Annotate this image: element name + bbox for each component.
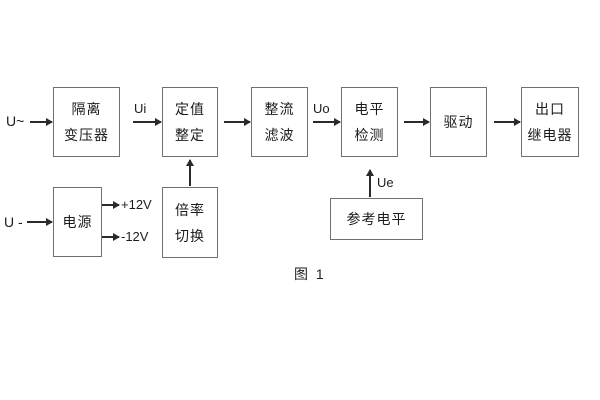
figure-caption: 图 1 bbox=[294, 266, 326, 282]
block-isolation-transformer: 隔离 变压器 bbox=[53, 87, 120, 157]
block-output-relay: 出口 继电器 bbox=[521, 87, 579, 157]
block-label: 电平 bbox=[354, 101, 385, 117]
block-drive: 驱动 bbox=[430, 87, 487, 157]
block-multiplier-switch: 倍率 切换 bbox=[162, 187, 218, 258]
arrow-power-plus12 bbox=[102, 204, 119, 206]
block-level-detect: 电平 检测 bbox=[341, 87, 398, 157]
arrow-rectifier-to-level bbox=[313, 121, 340, 123]
block-power-supply: 电源 bbox=[53, 187, 102, 257]
arrow-uac-to-isolation bbox=[30, 121, 52, 123]
block-label: 倍率 bbox=[175, 201, 205, 218]
block-label: 整流 bbox=[264, 101, 295, 117]
label-rail-minus12v: -12V bbox=[121, 229, 149, 244]
block-rectifier-filter: 整流 滤波 bbox=[251, 87, 308, 157]
arrow-power-minus12 bbox=[102, 236, 119, 238]
block-label: 参考电平 bbox=[346, 211, 407, 227]
arrow-isolation-to-setting bbox=[133, 121, 161, 123]
label-signal-ui: Ui bbox=[134, 101, 147, 116]
label-input-ac: U~ bbox=[6, 113, 25, 129]
block-label: 整定 bbox=[175, 127, 205, 143]
arrow-reference-to-level bbox=[369, 170, 371, 197]
arrow-setting-to-rectifier bbox=[224, 121, 250, 123]
arrow-multiplier-to-setting bbox=[189, 160, 191, 186]
block-label: 隔离 bbox=[71, 101, 102, 117]
label-signal-ue: Ue bbox=[377, 175, 394, 190]
arrow-level-to-drive bbox=[404, 121, 429, 123]
block-label: 变压器 bbox=[64, 127, 109, 143]
block-reference-level: 参考电平 bbox=[330, 198, 423, 240]
block-label: 滤波 bbox=[264, 127, 295, 143]
arrow-drive-to-relay bbox=[494, 121, 520, 123]
label-signal-uo: Uo bbox=[313, 101, 330, 116]
block-label: 检测 bbox=[354, 127, 385, 143]
label-input-dc: U - bbox=[4, 214, 23, 230]
label-rail-plus12v: +12V bbox=[121, 197, 152, 212]
block-label: 出口 bbox=[535, 101, 565, 117]
block-label: 驱动 bbox=[443, 114, 474, 130]
block-label: 定值 bbox=[175, 101, 205, 117]
arrow-udc-to-power bbox=[27, 221, 52, 223]
block-value-setting: 定值 整定 bbox=[162, 87, 218, 157]
block-label: 继电器 bbox=[527, 127, 573, 143]
block-label: 电源 bbox=[62, 214, 93, 230]
block-label: 切换 bbox=[175, 227, 205, 244]
